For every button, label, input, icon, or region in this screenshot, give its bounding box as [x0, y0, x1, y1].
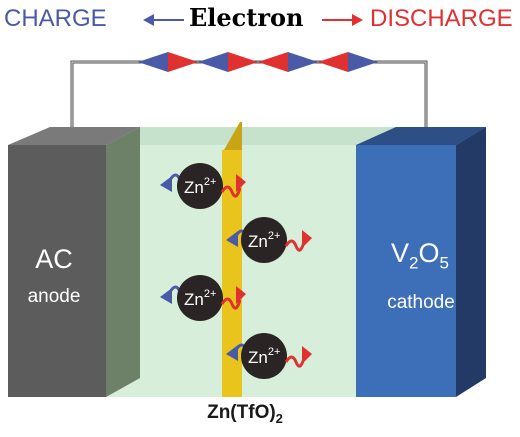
zn-ion-2: [226, 217, 312, 263]
charge-arrow: [143, 14, 184, 26]
external-wire: [70, 60, 428, 130]
discharge-label: DISCHARGE: [370, 5, 513, 32]
zn-ion-3: [160, 275, 246, 321]
charge-label: CHARGE: [4, 5, 107, 32]
electron-label: Electron: [189, 3, 304, 32]
ion-label-3: Zn2+: [184, 288, 216, 309]
zn-ion-4: [226, 333, 312, 379]
anode-name: AC: [35, 244, 73, 274]
anode-role: anode: [27, 286, 81, 307]
discharge-arrow: [322, 14, 363, 26]
separator-membrane: [222, 122, 242, 397]
separator-label: Zn(TfO)2: [207, 402, 283, 426]
ion-label-2: Zn2+: [248, 230, 280, 251]
anode-block: [8, 127, 140, 397]
ion-label-4: Zn2+: [248, 346, 280, 367]
zn-ion-1: [160, 163, 246, 209]
cathode-role: cathode: [387, 292, 455, 313]
ion-label-1: Zn2+: [184, 176, 216, 197]
cathode-block: [356, 127, 486, 397]
electron-flow-arrows: [138, 52, 378, 72]
cathode-formula: V2O5: [391, 238, 449, 273]
